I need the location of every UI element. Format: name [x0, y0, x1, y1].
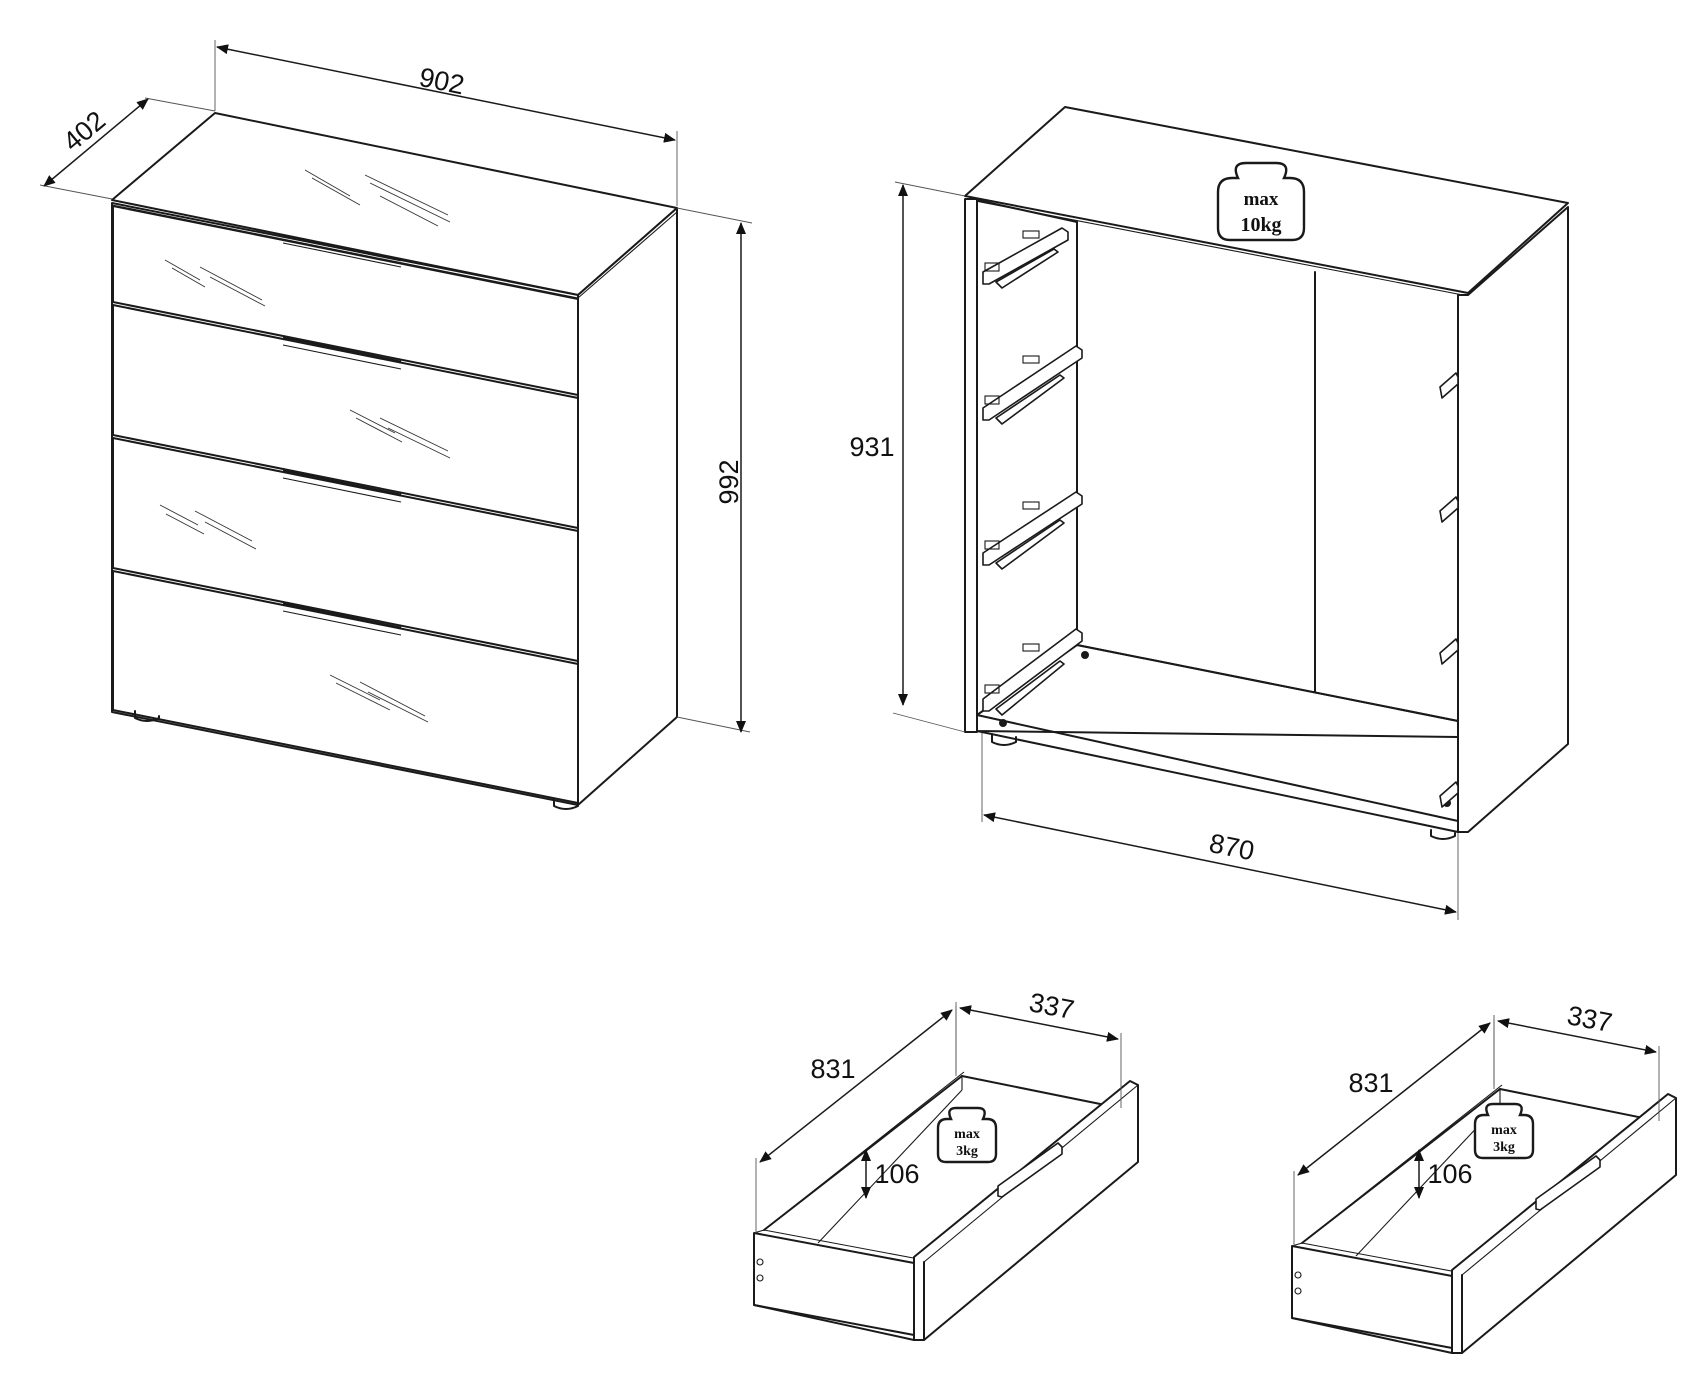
dimension-drawer-left-width: 337 [955, 987, 1122, 1108]
carcass-right-side [1457, 206, 1569, 833]
weight-badge-3kg-right: max 3kg [1473, 1102, 1535, 1160]
glass-reflections [159, 169, 451, 723]
dimension-drawer-right-length: 831 [1293, 1019, 1495, 1246]
screw-dot [1081, 651, 1089, 659]
dimension-inner-height: 931 [849, 181, 966, 733]
dim-label-106-right: 106 [1427, 1159, 1472, 1189]
runner-left-1 [982, 227, 1069, 289]
runner-right-2 [1439, 496, 1459, 523]
dimension-drawer-left-height: 106 [861, 1149, 920, 1199]
chest-foot-left [134, 710, 160, 722]
chest-of-drawers-closed [111, 112, 678, 810]
dim-label-337-left: 337 [1027, 987, 1077, 1025]
carcass-foot-left [991, 733, 1017, 746]
weight-badge-10kg-line1: max [1244, 189, 1279, 210]
screw-dot [999, 719, 1007, 727]
drawer-left-handle [997, 1142, 1063, 1198]
weight-badge-3kg-right-line2: 3kg [1493, 1140, 1515, 1155]
weight-badge-3kg-left: max 3kg [936, 1106, 998, 1164]
drawer-front-3 [112, 437, 579, 662]
dimension-drawer-left-length: 831 [755, 1006, 957, 1233]
runner-right-3 [1439, 638, 1459, 665]
chest-side-panel [577, 207, 678, 806]
drawer-box-right [1291, 1084, 1677, 1354]
carcass-left-side [964, 198, 978, 733]
dim-label-337-right: 337 [1565, 1000, 1615, 1038]
runner-left-2 [982, 345, 1083, 425]
drawer-right-handle [1535, 1155, 1601, 1211]
dimension-drawer-right-width: 337 [1493, 1000, 1660, 1121]
runner-right-4 [1439, 781, 1459, 808]
dim-label-402: 402 [57, 105, 111, 157]
dim-label-106-left: 106 [874, 1159, 919, 1189]
weight-badge-10kg: max 10kg [1216, 161, 1306, 242]
runner-right-1 [1439, 372, 1459, 399]
weight-badge-3kg-left-line1: max [954, 1127, 980, 1142]
dim-label-931: 931 [849, 432, 894, 462]
weight-badge-3kg-left-line2: 3kg [956, 1144, 978, 1159]
drawer-front-4 [112, 570, 579, 804]
runner-left-3 [982, 491, 1083, 570]
runner-left-4 [982, 628, 1083, 716]
drawer-handles [282, 234, 402, 636]
drawer-front-2 [112, 304, 579, 529]
dimension-inner-width: 870 [981, 733, 1459, 920]
dim-label-831-right: 831 [1348, 1068, 1393, 1098]
dim-label-992: 992 [714, 459, 744, 504]
chest-foot-right [553, 799, 579, 810]
weight-badge-3kg-right-line1: max [1491, 1123, 1517, 1138]
drawer-box-left [753, 1071, 1139, 1341]
dim-label-902: 902 [417, 62, 467, 100]
dimension-drawer-right-height: 106 [1414, 1149, 1473, 1199]
dim-label-831-left: 831 [810, 1054, 855, 1084]
weight-badge-10kg-line2: 10kg [1240, 214, 1281, 236]
dimension-chest-height: 992 [676, 207, 753, 733]
drawer-front-1 [112, 205, 579, 396]
dim-label-870: 870 [1207, 828, 1257, 866]
